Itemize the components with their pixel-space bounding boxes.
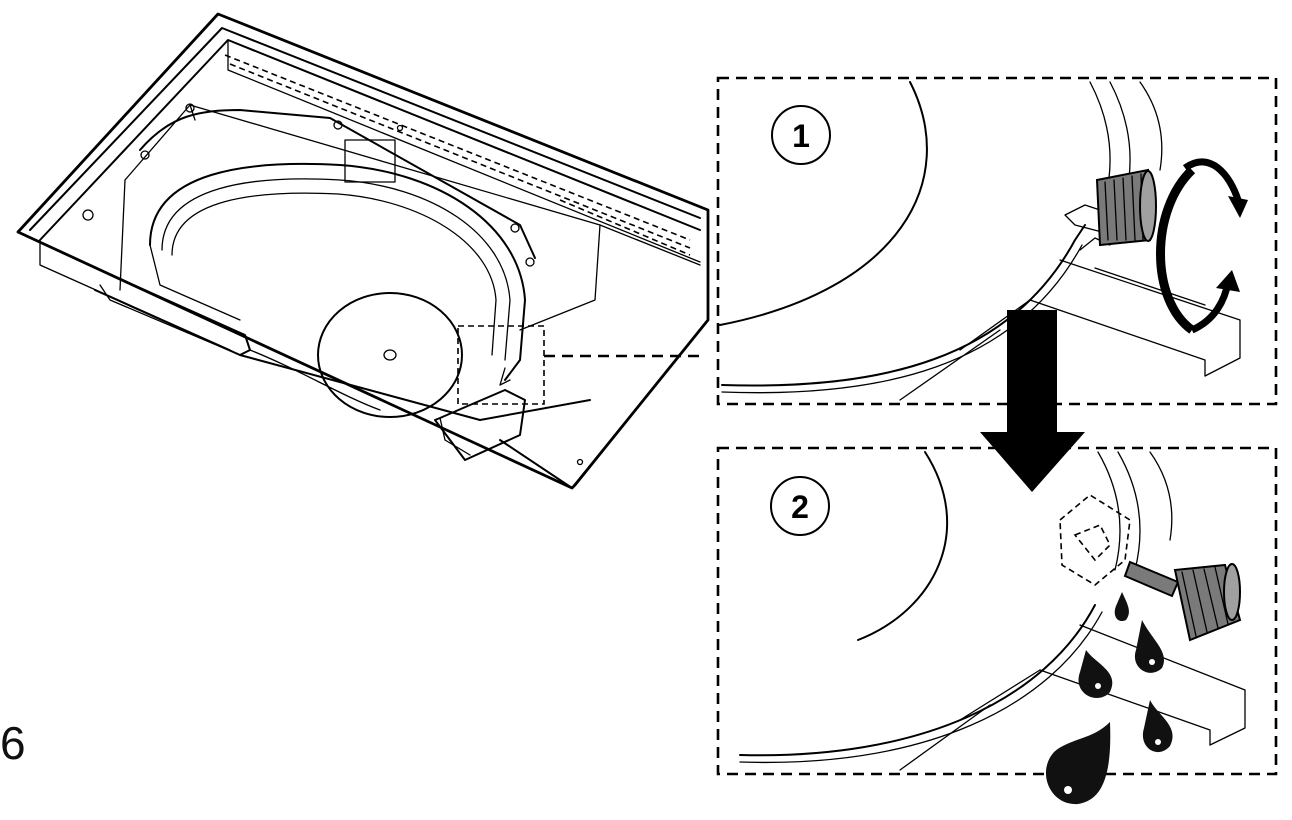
step-1-panel: 1 (716, 76, 1278, 406)
step-2-badge (770, 476, 830, 536)
drain-plug-removed (1123, 560, 1242, 642)
down-arrow-icon (980, 310, 1085, 492)
step-1-number: 1 (792, 118, 810, 154)
figure-label: 6 (0, 717, 26, 769)
drain-plug-knob (1095, 168, 1157, 247)
step-1-badge (771, 105, 831, 165)
step-2-number: 2 (791, 489, 809, 525)
unit-overview (16, 12, 710, 490)
step-2-panel: 2 (716, 446, 1278, 805)
rotate-arrow-icon (1156, 158, 1248, 334)
water-drop-icon (1045, 592, 1173, 805)
detail-callout-box (457, 325, 545, 405)
